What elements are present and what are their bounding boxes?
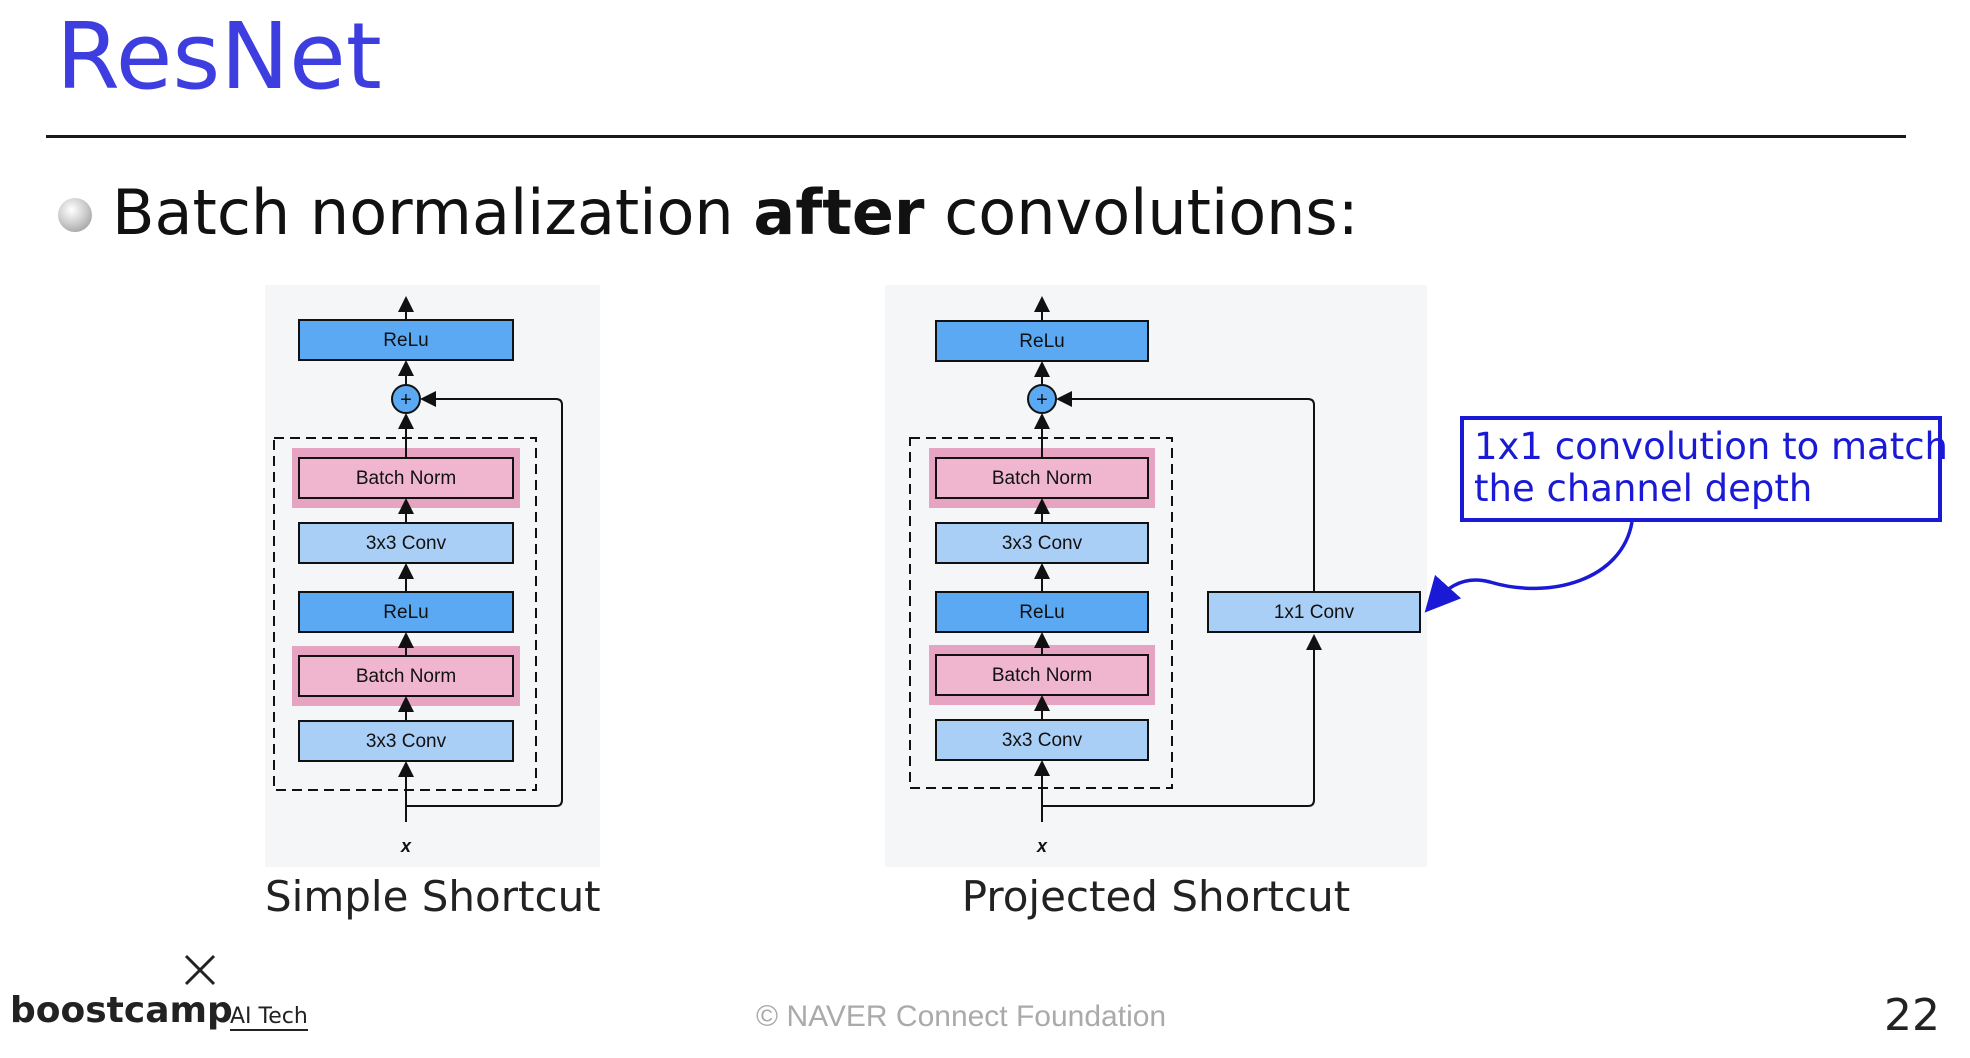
simple-batchnorm-1 — [298, 457, 514, 499]
close-x-icon — [184, 954, 216, 986]
projected-input-label: x — [1036, 836, 1048, 856]
ai-tech-tag: AI Tech — [230, 1004, 308, 1031]
slide-title: ResNet — [56, 3, 382, 110]
title-divider — [46, 135, 1906, 138]
bullet-text-bold: after — [753, 176, 925, 249]
simple-conv-2 — [298, 720, 514, 762]
simple-batchnorm-2 — [298, 655, 514, 697]
bullet-icon — [58, 198, 92, 232]
simple-conv-1-label: 3x3 Conv — [366, 533, 447, 554]
simple-conv-2-label: 3x3 Conv — [366, 731, 447, 752]
projected-skip-to-1x1 — [1042, 634, 1322, 807]
projected-batchnorm-2 — [935, 654, 1149, 696]
projected-batchnorm-2-label: Batch Norm — [992, 665, 1092, 686]
simple-batchnorm-2-label: Batch Norm — [356, 666, 456, 687]
projected-relu-top-label: ReLu — [1019, 331, 1064, 352]
annotation-line-2: the channel depth — [1474, 467, 1812, 510]
bullet-text-part1: Batch normalization — [112, 176, 754, 249]
annotation-box — [1460, 416, 1942, 522]
simple-relu-mid-label: ReLu — [383, 602, 428, 623]
simple-add-symbol: + — [400, 389, 412, 411]
simple-skip-connection — [406, 391, 563, 807]
copyright-notice: © NAVER Connect Foundation — [756, 1000, 1167, 1033]
projected-conv-1-label: 3x3 Conv — [1002, 533, 1083, 554]
simple-conv-1 — [298, 522, 514, 564]
bullet-text: Batch normalization after convolutions: — [112, 176, 1359, 250]
simple-batchnorm-1-label: Batch Norm — [356, 468, 456, 489]
simple-relu-mid — [298, 591, 514, 633]
annotation-arrow — [1424, 521, 1634, 613]
simple-relu-top-label: ReLu — [383, 330, 428, 351]
annotation-line-1: 1x1 convolution to match — [1474, 425, 1948, 468]
projected-conv-2-label: 3x3 Conv — [1002, 730, 1083, 751]
projected-1x1-conv-label: 1x1 Conv — [1274, 602, 1355, 623]
projected-shortcut-caption: Projected Shortcut — [961, 872, 1351, 921]
projected-add-symbol: + — [1036, 389, 1048, 411]
annotation-callout: 1x1 convolution to match the channel dep… — [1424, 416, 1948, 613]
projected-panel-bg — [885, 285, 1427, 867]
simple-input-label: x — [400, 836, 412, 856]
page-number: 22 — [1884, 990, 1940, 1041]
projected-batchnorm-1-label: Batch Norm — [992, 468, 1092, 489]
simple-panel-bg — [265, 285, 600, 867]
projected-relu-mid-label: ReLu — [1019, 602, 1064, 623]
boostcamp-logo: boostcamp — [10, 990, 233, 1031]
projected-skip-from-1x1 — [1056, 391, 1315, 592]
projected-shortcut-diagram: ReLu + Batch Norm 3x3 Conv ReLu Batch No… — [885, 285, 1427, 867]
projected-1x1-conv — [1207, 591, 1421, 633]
simple-shortcut-caption: Simple Shortcut — [265, 872, 601, 921]
simple-shortcut-diagram: ReLu + Batch Norm 3x3 Conv ReLu Batch No… — [265, 285, 600, 867]
bullet-text-part2: convolutions: — [924, 176, 1359, 249]
